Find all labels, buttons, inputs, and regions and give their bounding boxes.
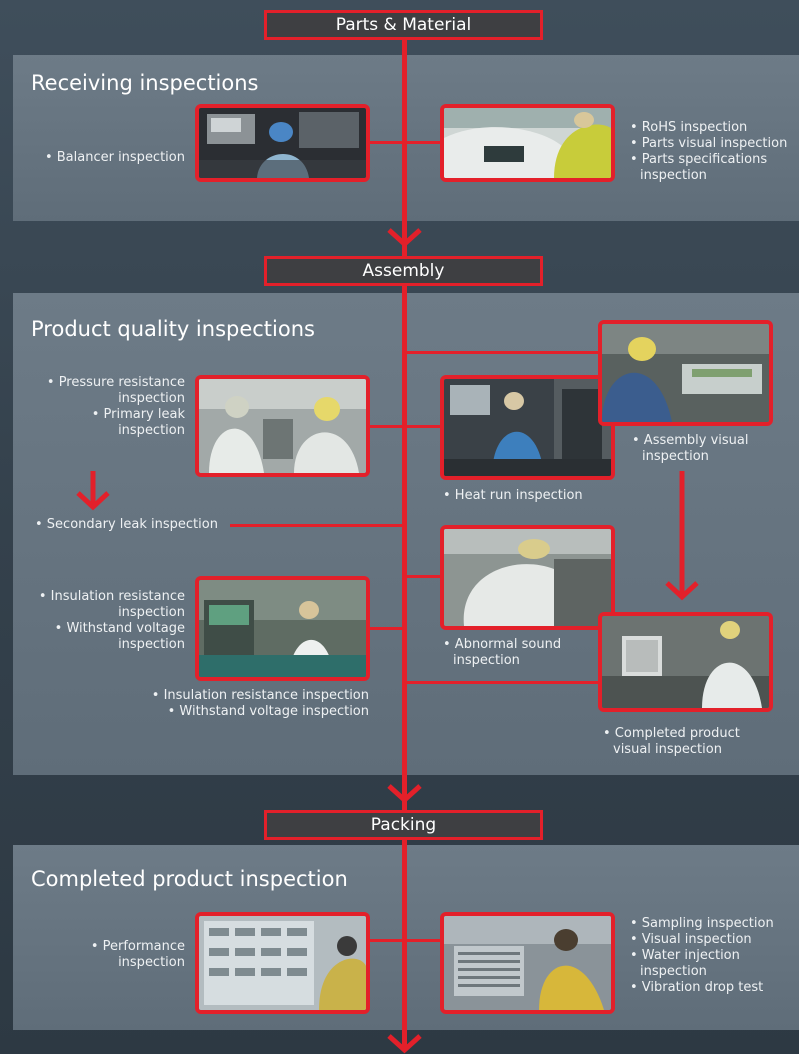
connector-secondary-leak xyxy=(230,524,404,527)
photo-balancer xyxy=(195,104,370,182)
label-performance-group: • Performance inspection xyxy=(90,939,185,970)
label-heat-run: • Heat run inspection xyxy=(443,488,583,503)
photo-insulation xyxy=(195,576,370,681)
label-insulation-left-group: • Insulation resistance inspection • Wit… xyxy=(38,589,185,652)
connector-sampling xyxy=(404,939,442,942)
connector-receiving-right xyxy=(404,141,442,144)
connector-pressure xyxy=(367,425,404,428)
label-assembly-visual-group: • Assembly visual inspection xyxy=(632,433,749,464)
photo-assembly-visual xyxy=(598,320,773,426)
connector-insulation xyxy=(367,627,404,630)
label-balancer: • Balancer inspection xyxy=(44,150,185,165)
arrow-down-icon xyxy=(387,1034,422,1054)
photo-completed-visual xyxy=(598,612,773,712)
photo-sampling xyxy=(440,912,615,1014)
label-abnormal-group: • Abnormal sound inspection xyxy=(443,637,562,668)
receiving-title: Receiving inspections xyxy=(31,71,259,95)
label-pressure-group: • Pressure resistance inspection • Prima… xyxy=(46,375,185,438)
photo-heat-run xyxy=(440,375,615,480)
product-title: Product quality inspections xyxy=(31,317,315,341)
stage-packing: Packing xyxy=(264,810,543,840)
arrow-down-icon xyxy=(387,228,422,248)
arrow-down-icon xyxy=(76,491,110,511)
connector-performance xyxy=(367,939,404,942)
connector-heat-run xyxy=(404,425,442,428)
main-flow-line xyxy=(402,40,407,1050)
connector-abnormal xyxy=(404,575,442,578)
photo-pressure-resistance xyxy=(195,375,370,477)
connector-receiving-left xyxy=(367,141,404,144)
connector-completed-visual xyxy=(404,681,600,684)
photo-abnormal-sound xyxy=(440,525,615,630)
arrow-down-icon xyxy=(665,581,699,601)
stage-assembly: Assembly xyxy=(264,256,543,286)
label-rohs-group: • RoHS inspection • Parts visual inspect… xyxy=(630,120,788,183)
completed-title: Completed product inspection xyxy=(31,867,348,891)
connector-assembly-visual xyxy=(404,351,600,354)
label-completed-visual-group: • Completed product visual inspection xyxy=(603,726,740,757)
label-insulation-below-group: • Insulation resistance inspection • Wit… xyxy=(151,688,369,719)
photo-performance xyxy=(195,912,370,1014)
stage-parts-material: Parts & Material xyxy=(264,10,543,40)
photo-rohs xyxy=(440,104,615,182)
label-secondary-leak: • Secondary leak inspection xyxy=(35,517,218,532)
label-sampling-group: • Sampling inspection • Visual inspectio… xyxy=(630,916,774,995)
arrow-down-icon xyxy=(387,784,422,804)
